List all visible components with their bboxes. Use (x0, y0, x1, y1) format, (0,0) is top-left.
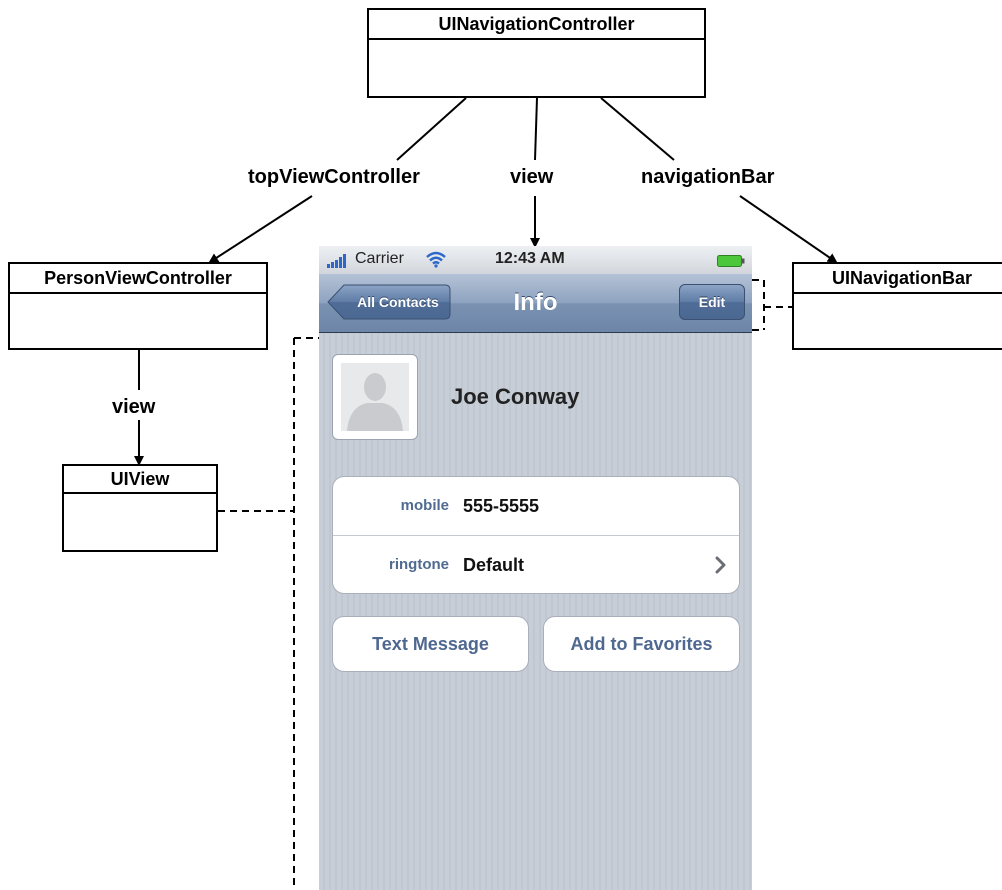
field-label: mobile (400, 497, 449, 514)
uinavigationcontroller-box: UINavigationController (367, 8, 706, 98)
wifi-icon (426, 251, 446, 268)
uinavigationbar-box: UINavigationBar (792, 262, 1002, 350)
field-label: ringtone (389, 556, 449, 573)
edge-navigation-bar (600, 97, 838, 264)
edit-button[interactable]: Edit (679, 284, 745, 320)
uinavigationbar-title: UINavigationBar (794, 264, 1002, 294)
carrier-name: Carrier (355, 250, 404, 267)
edge-label-person-view: view (112, 396, 156, 418)
text-message-button[interactable]: Text Message (332, 616, 529, 672)
dashed-link-uiview (218, 337, 319, 890)
field-value: 555-5555 (463, 496, 540, 516)
dashed-link-navbar (752, 279, 792, 331)
phone-screen: Carrier 12:43 AM (319, 246, 752, 890)
nav-title: Info (513, 289, 558, 316)
mobile-row[interactable]: mobile 555-5555 (333, 477, 739, 536)
uiview-box: UIView (62, 464, 218, 552)
ringtone-row[interactable]: ringtone Default (333, 536, 739, 594)
back-button-label: All Contacts (357, 294, 439, 310)
edge-label-navigation-bar: navigationBar (641, 166, 775, 188)
uinavigationcontroller-title: UINavigationController (369, 10, 704, 40)
chevron-right-icon (715, 556, 726, 574)
uiview-title: UIView (64, 466, 216, 494)
edge-top-view-controller (208, 97, 467, 264)
add-to-favorites-button[interactable]: Add to Favorites (543, 616, 740, 672)
status-time: 12:43 AM (495, 250, 565, 267)
signal-icon (327, 254, 346, 268)
all-contacts-back-button[interactable]: All Contacts (327, 284, 451, 320)
contact-details-group: mobile 555-5555 ringtone Default (332, 476, 740, 594)
edge-view (530, 97, 540, 248)
contact-name: Joe Conway (451, 384, 580, 409)
back-arrow-icon (327, 284, 451, 320)
status-bar: Carrier 12:43 AM (319, 246, 752, 274)
navigation-bar: All Contacts Info Edit (319, 274, 752, 333)
edge-label-view: view (510, 166, 554, 188)
personviewcontroller-box: PersonViewController (8, 262, 268, 350)
battery-icon (717, 255, 745, 267)
personviewcontroller-title: PersonViewController (10, 264, 266, 294)
edge-label-top-view-controller: topViewController (248, 166, 420, 188)
contact-photo[interactable] (332, 354, 418, 440)
field-value: Default (463, 555, 525, 575)
person-silhouette-icon (341, 363, 409, 431)
